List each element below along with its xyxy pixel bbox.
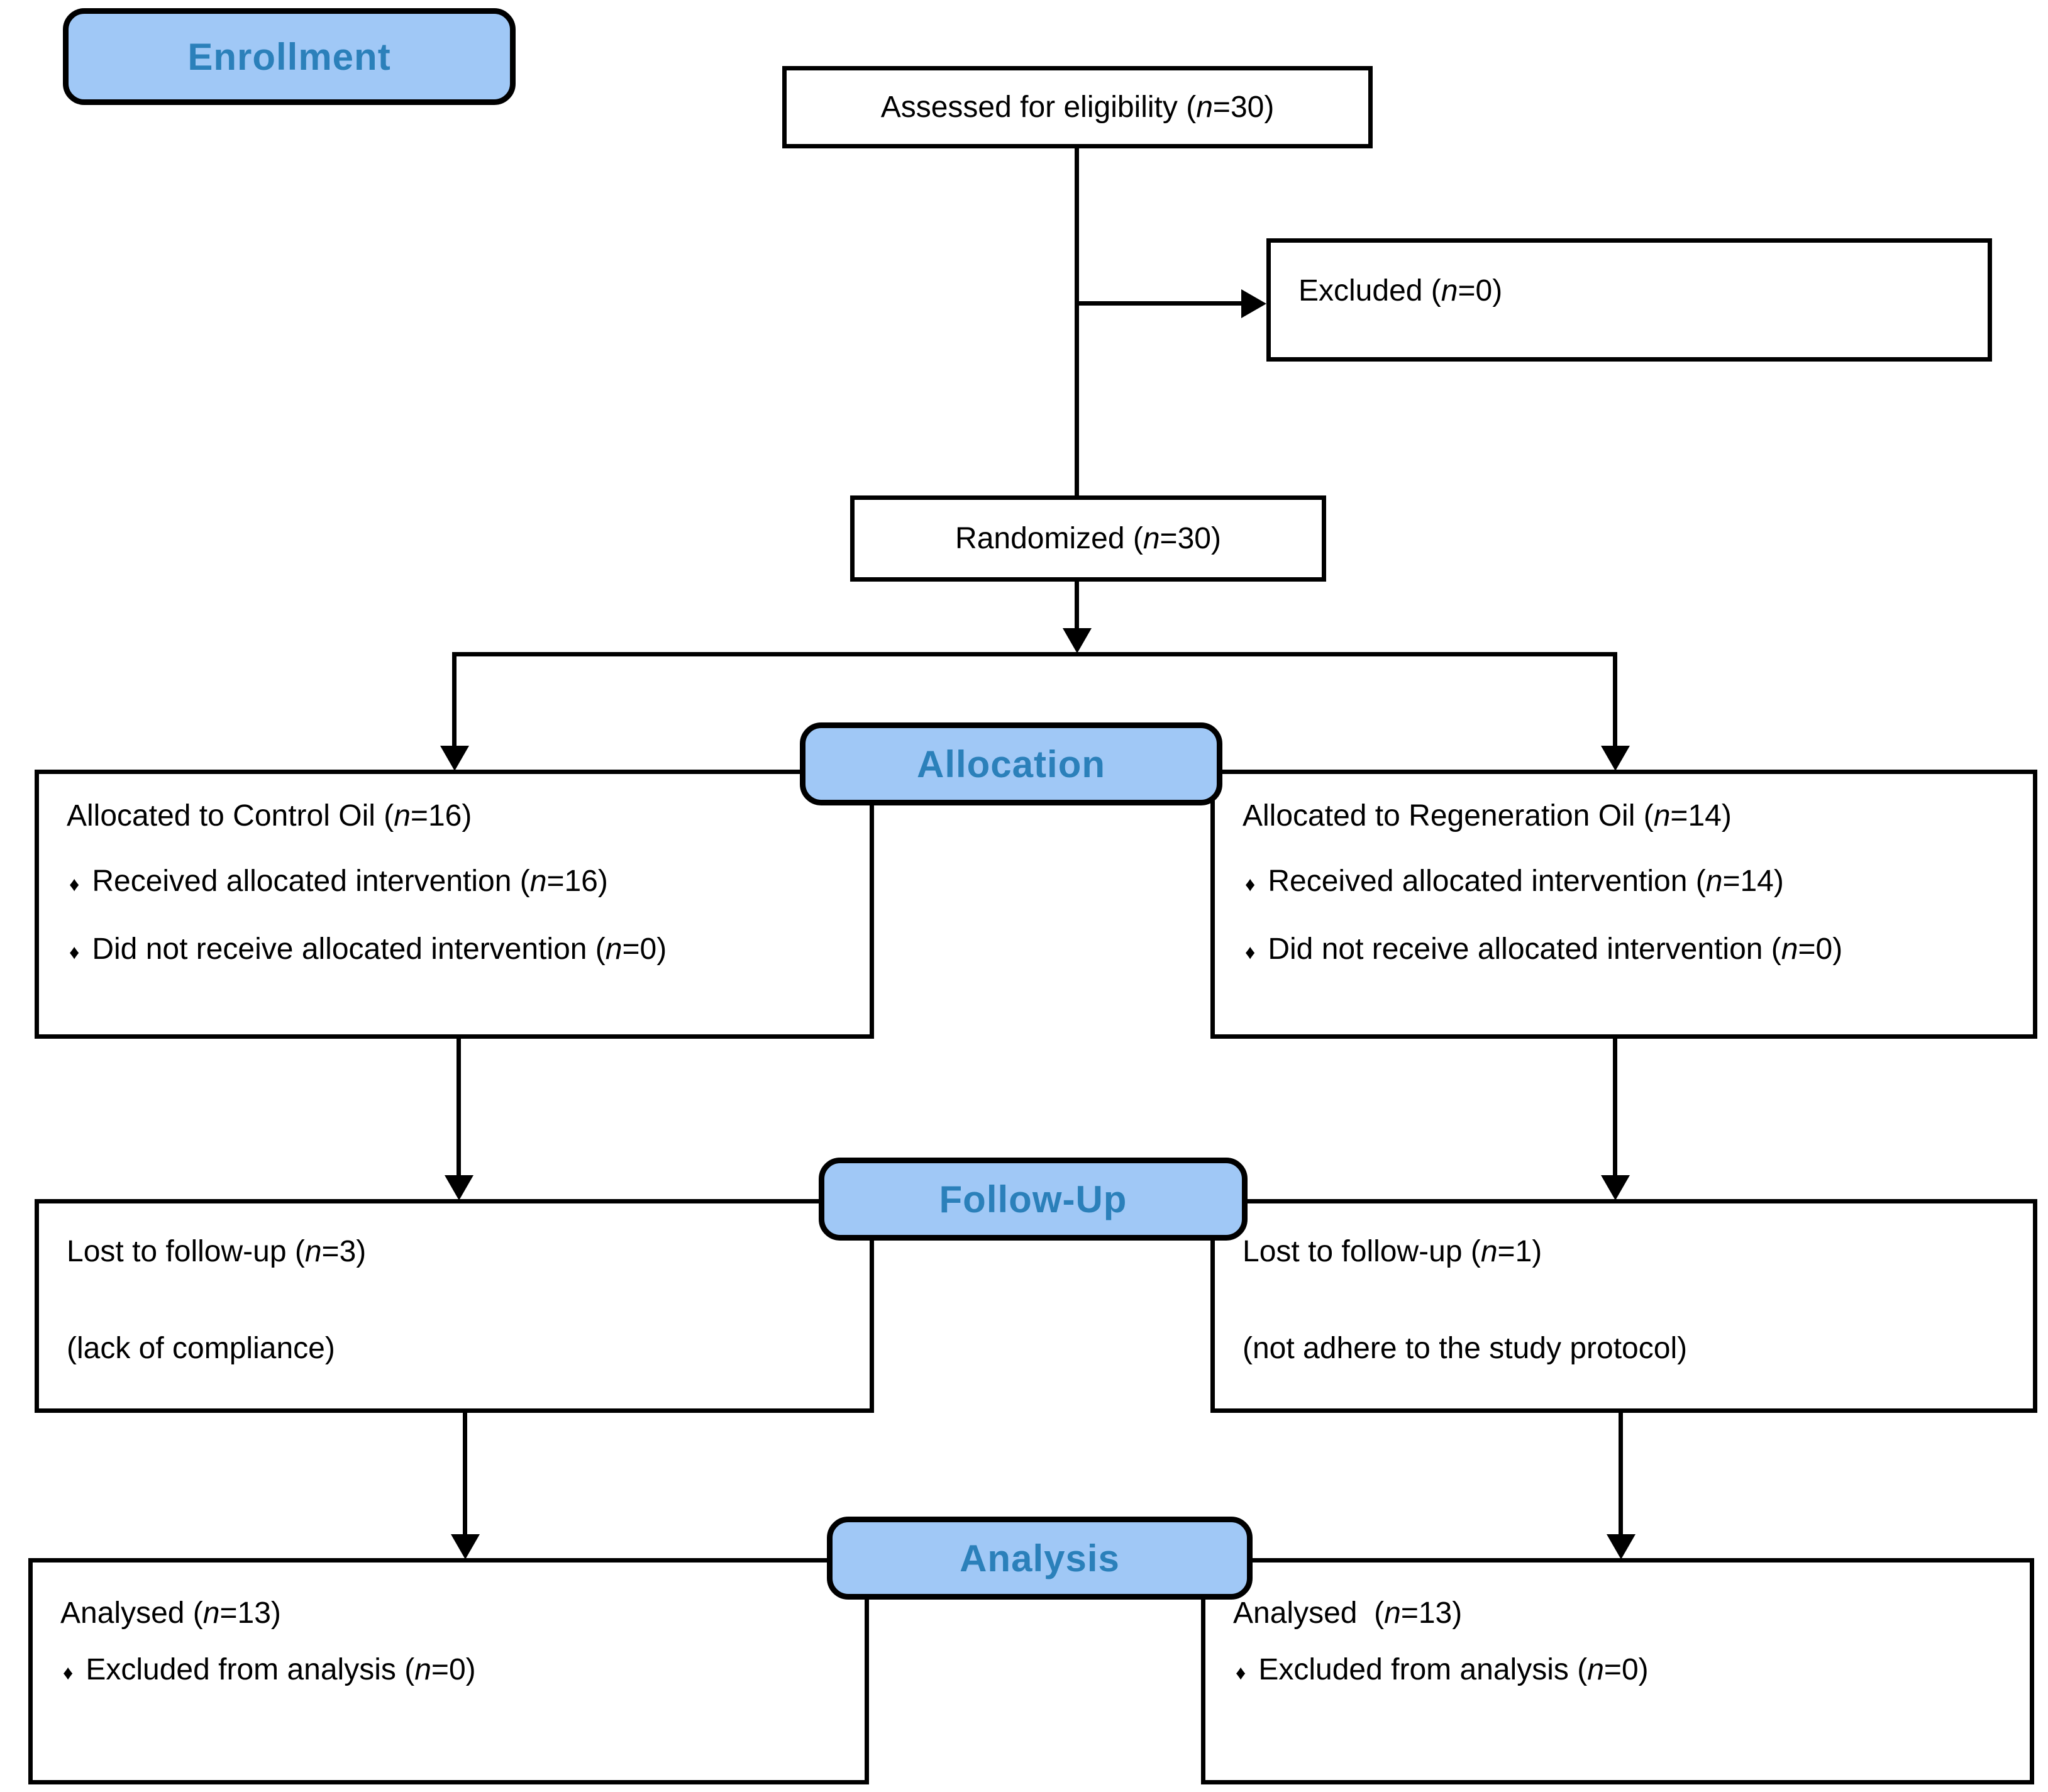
line-allocation-left-to-followup xyxy=(457,1039,461,1178)
diamond-bullet-icon: ♦ xyxy=(1245,941,1256,963)
arrowhead-into-analysis-right-icon xyxy=(1607,1534,1636,1559)
assessed-box: Assessed for eligibility (n=30) xyxy=(782,66,1373,148)
arrowhead-into-analysis-left-icon xyxy=(451,1534,480,1559)
allocation-left-title: Allocated to Control Oil (n=16) xyxy=(67,799,472,832)
allocation-left-bullet-1: Received allocated intervention (n=16) xyxy=(92,865,608,898)
list-item: ♦ Received allocated intervention (n=16) xyxy=(67,863,851,902)
line-split-to-allocation-left xyxy=(452,652,457,748)
allocation-left-box: Allocated to Control Oil (n=16) ♦ Receiv… xyxy=(35,770,874,1039)
list-item: ♦ Did not receive allocated intervention… xyxy=(1243,931,2014,970)
allocation-right-title: Allocated to Regeneration Oil (n=14) xyxy=(1243,799,1732,832)
allocation-right-bullet-2: Did not receive allocated intervention (… xyxy=(1268,932,1843,966)
analysis-left-bullet-1: Excluded from analysis (n=0) xyxy=(86,1653,476,1686)
allocation-stage-label: Allocation xyxy=(800,722,1222,805)
allocation-right-box: Allocated to Regeneration Oil (n=14) ♦ R… xyxy=(1210,770,2037,1039)
diamond-bullet-icon: ♦ xyxy=(1245,873,1256,895)
randomized-text: Randomized (n=30) xyxy=(955,521,1221,555)
line-to-excluded xyxy=(1077,301,1245,306)
followup-stage-text: Follow-Up xyxy=(939,1178,1127,1220)
allocation-stage-text: Allocation xyxy=(916,743,1105,785)
arrowhead-into-excluded-icon xyxy=(1241,289,1266,318)
arrowhead-into-allocation-right-icon xyxy=(1601,746,1630,771)
diamond-bullet-icon: ♦ xyxy=(63,1661,74,1684)
analysis-left-title: Analysed (n=13) xyxy=(60,1596,281,1630)
analysis-right-box: Analysed (n=13) ♦ Excluded from analysis… xyxy=(1201,1558,2034,1784)
allocation-right-bullet-1: Received allocated intervention (n=14) xyxy=(1268,865,1784,898)
analysis-stage-text: Analysis xyxy=(960,1537,1120,1579)
arrowhead-into-followup-right-icon xyxy=(1601,1175,1630,1200)
diamond-bullet-icon: ♦ xyxy=(1236,1661,1246,1684)
arrowhead-into-allocation-left-icon xyxy=(440,746,469,771)
analysis-stage-label: Analysis xyxy=(827,1517,1253,1600)
line-followup-right-to-analysis xyxy=(1619,1413,1623,1537)
enrollment-stage-text: Enrollment xyxy=(187,35,391,78)
followup-left-box: Lost to follow-up (n=3) (lack of complia… xyxy=(35,1199,874,1413)
list-item: ♦ Did not receive allocated intervention… xyxy=(67,931,851,970)
line-split-to-allocation-right xyxy=(1613,652,1617,748)
analysis-right-bullet-1: Excluded from analysis (n=0) xyxy=(1258,1653,1649,1686)
line-assessed-to-randomized xyxy=(1075,148,1079,495)
followup-left-line2: (lack of compliance) xyxy=(67,1332,335,1365)
excluded-text: Excluded (n=0) xyxy=(1298,274,1503,307)
line-split-horizontal xyxy=(452,652,1617,656)
diamond-bullet-icon: ♦ xyxy=(69,941,80,963)
arrowhead-into-split-icon xyxy=(1063,628,1092,653)
followup-right-line2: (not adhere to the study protocol) xyxy=(1243,1332,1688,1365)
analysis-right-title: Analysed (n=13) xyxy=(1233,1596,1463,1630)
randomized-box: Randomized (n=30) xyxy=(850,495,1326,582)
list-item: ♦ Excluded from analysis (n=0) xyxy=(1233,1652,2011,1691)
list-item: ♦ Received allocated intervention (n=14) xyxy=(1243,863,2014,902)
allocation-left-bullet-2: Did not receive allocated intervention (… xyxy=(92,932,667,966)
arrowhead-into-followup-left-icon xyxy=(445,1175,473,1200)
line-followup-left-to-analysis xyxy=(463,1413,467,1537)
line-randomized-to-split xyxy=(1075,582,1079,634)
followup-right-box: Lost to follow-up (n=1) (not adhere to t… xyxy=(1210,1199,2037,1413)
followup-right-line1: Lost to follow-up (n=1) xyxy=(1243,1235,1542,1268)
diamond-bullet-icon: ♦ xyxy=(69,873,80,895)
line-allocation-right-to-followup xyxy=(1613,1039,1617,1178)
enrollment-stage-label: Enrollment xyxy=(63,8,516,105)
assessed-text: Assessed for eligibility (n=30) xyxy=(880,90,1275,124)
followup-stage-label: Follow-Up xyxy=(819,1158,1248,1241)
excluded-box: Excluded (n=0) xyxy=(1266,238,1992,362)
list-item: ♦ Excluded from analysis (n=0) xyxy=(60,1652,846,1691)
analysis-left-box: Analysed (n=13) ♦ Excluded from analysis… xyxy=(28,1558,869,1784)
followup-left-line1: Lost to follow-up (n=3) xyxy=(67,1235,367,1268)
